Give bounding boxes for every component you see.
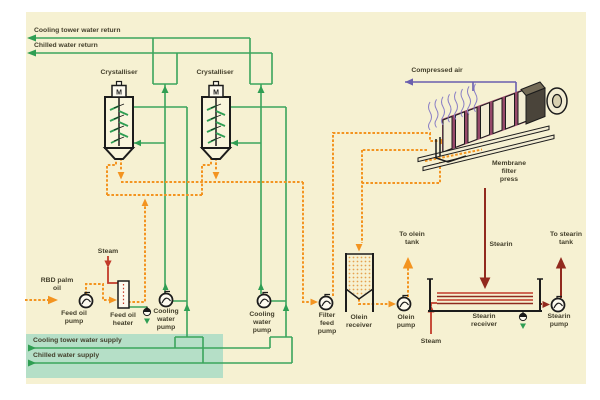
- stearin-arrows: [479, 257, 567, 308]
- steam-coil: [437, 292, 533, 305]
- label-cooling-tower-water-supply: Cooling tower water supply: [33, 337, 122, 344]
- olein-receiver-symbol: [345, 253, 374, 312]
- stearin-receiver-symbol: [427, 278, 543, 312]
- crystalliser-1-symbol: M: [102, 80, 136, 160]
- oil-flow-arrows: [48, 138, 447, 308]
- label-feed-oil-heater: Feed oil heater: [110, 312, 136, 327]
- label-chilled-water-return: Chilled water return: [34, 42, 98, 49]
- olein-pump-symbol: [396, 294, 412, 312]
- agitator-ticks: [113, 103, 125, 142]
- compressed-air-arrow: [405, 78, 413, 86]
- membrane-filter-press-symbol: [417, 81, 568, 172]
- heater-steam-trap: [142, 305, 152, 325]
- label-feed-oil-pump: Feed oil pump: [61, 310, 87, 325]
- feed-oil-heater-symbol: [117, 280, 130, 309]
- label-stearin-pump: Stearin pump: [547, 313, 571, 328]
- cooling-water-pump-1-symbol: [158, 290, 174, 308]
- label-crystalliser-2: Crystalliser: [196, 69, 234, 76]
- air-blow-lines: [428, 83, 478, 131]
- agitator-ticks: [210, 103, 222, 142]
- label-cooling-water-pump-1: Cooling water pump: [153, 308, 179, 331]
- cooling-water-piping: [30, 37, 293, 364]
- stearin-pump-symbol: [550, 295, 566, 313]
- label-chilled-water-supply: Chilled water supply: [33, 352, 100, 359]
- water-flow-arrows: [27, 34, 290, 367]
- press-feed-head: [435, 137, 467, 163]
- label-olein-pump: Olein pump: [396, 314, 416, 329]
- crystalliser-2-symbol: M: [199, 80, 233, 160]
- cooling-water-pump-2-symbol: [256, 291, 272, 309]
- paper-background: [26, 12, 586, 384]
- motor-label: M: [213, 90, 219, 97]
- motor-label: M: [116, 90, 122, 97]
- label-cooling-water-pump-2: Cooling water pump: [249, 311, 275, 334]
- label-crystalliser-1: Crystalliser: [100, 69, 138, 76]
- label-cooling-tower-water-return: Cooling tower water return: [34, 27, 121, 34]
- label-membrane-filter-press: Membrane filter press: [492, 160, 526, 183]
- filter-feed-pump-symbol: [318, 293, 334, 311]
- label-stearin-receiver: Stearin receiver: [470, 313, 498, 328]
- oil-piping: [25, 132, 483, 305]
- feed-oil-pump-symbol: [78, 291, 94, 309]
- stearin-receiver-trap: [518, 310, 528, 330]
- cooling-supply-band: [26, 334, 223, 378]
- label-rbd-palm-oil: RBD palm oil: [40, 277, 74, 292]
- label-to-stearin-tank: To stearin tank: [550, 231, 582, 246]
- label-steam-stearin: Steam: [420, 338, 442, 345]
- label-olein-receiver: Olein receiver: [345, 314, 373, 329]
- label-stearin: Stearin: [489, 241, 513, 248]
- label-steam-heater: Steam: [97, 248, 119, 255]
- compressed-air-piping: [405, 81, 517, 97]
- label-compressed-air: Compressed air: [411, 67, 463, 74]
- label-to-olein-tank: To olein tank: [399, 231, 425, 246]
- label-filter-feed-pump: Filter feed pump: [317, 312, 337, 335]
